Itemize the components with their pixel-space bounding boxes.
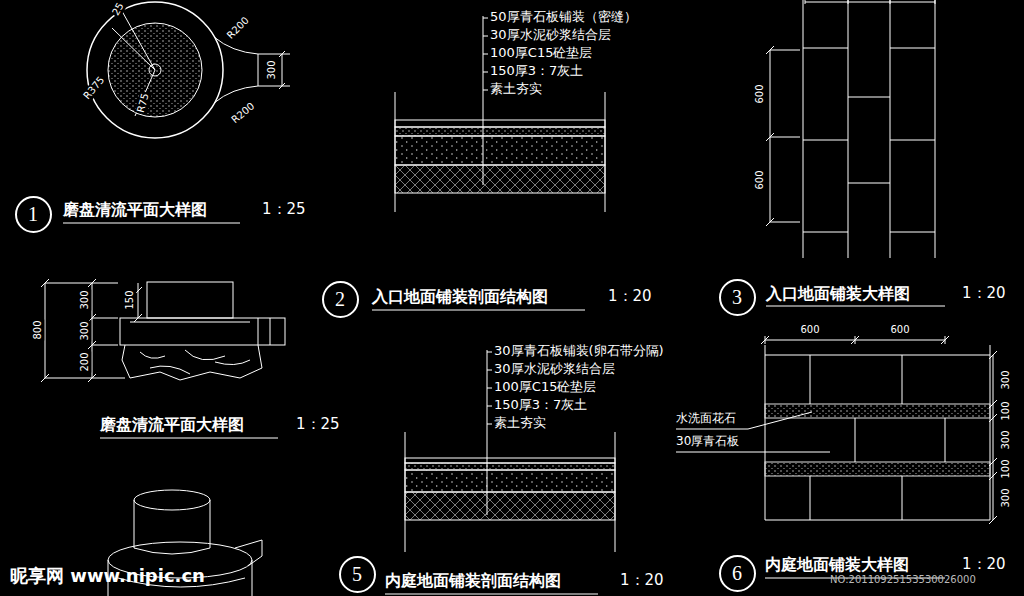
- drawing-title: 入口地面铺装剖面结构图: [372, 288, 548, 306]
- drawing-title: 内庭地面铺装剖面结构图: [385, 572, 561, 590]
- dimension-text: 150: [124, 289, 136, 310]
- note-text: 30厚青石板: [676, 435, 739, 449]
- note-text: 30厚水泥砂浆结合层: [490, 28, 611, 43]
- callout-number: 5: [352, 563, 362, 586]
- drawing-title: 入口地面铺装大样图: [766, 285, 910, 303]
- dimension-text: 200: [79, 351, 91, 372]
- dimension-text: R200: [224, 14, 252, 42]
- dimension-text: 300: [1000, 369, 1012, 390]
- callout-number: 2: [335, 288, 345, 311]
- watermark: NO:20110925153530026000: [830, 574, 976, 586]
- note-text: 1：25: [296, 416, 340, 433]
- callout-circle: 2: [322, 281, 359, 318]
- dimension-text: 300: [79, 289, 91, 310]
- dimension-text: 600: [889, 324, 910, 336]
- dimension-text: R200: [229, 100, 258, 127]
- note-text: 1：20: [608, 288, 652, 305]
- callout-number: 1: [28, 203, 38, 226]
- callout-number: 6: [732, 562, 742, 585]
- note-text: 150厚3：7灰土: [490, 64, 583, 79]
- note-text: 150厚3：7灰土: [494, 398, 587, 413]
- dimension-text: 300: [266, 59, 278, 80]
- note-text: 素土夯实: [494, 416, 546, 431]
- note-text: 100厚C15砼垫层: [490, 46, 592, 61]
- dimension-text: 300: [1000, 429, 1012, 450]
- dimension-text: R375: [81, 74, 108, 103]
- note-text: 1：25: [262, 201, 306, 218]
- note-text: 1：20: [962, 285, 1006, 302]
- callout-number: 3: [732, 286, 742, 309]
- note-text: 100厚C15砼垫层: [494, 380, 596, 395]
- dimension-text: 600: [754, 83, 766, 104]
- drawing-title: 内庭地面铺装大样图: [765, 556, 909, 574]
- note-text: 50厚青石板铺装（密缝）: [490, 10, 637, 25]
- callout-circle: 1: [15, 196, 52, 233]
- callout-circle: 5: [339, 556, 376, 593]
- dimension-text: 100: [1000, 458, 1012, 479]
- callout-circle: 6: [719, 555, 756, 592]
- dimension-text: 800: [32, 319, 44, 340]
- drawing-title: 磨盘清流平面大样图: [100, 416, 244, 434]
- dimension-text: 300: [1000, 487, 1012, 508]
- note-text: 1：20: [962, 556, 1006, 573]
- dimension-text: 600: [754, 169, 766, 190]
- watermark: 昵享网 www.nipic.cn: [10, 566, 205, 587]
- drawing-title: 磨盘清流平面大样图: [63, 201, 207, 219]
- callout-circle: 3: [719, 279, 756, 316]
- note-text: 30厚水泥砂浆结合层: [494, 362, 615, 377]
- note-text: 1：20: [620, 572, 664, 589]
- note-text: 素土夯实: [490, 82, 542, 97]
- note-text: 30厚青石板铺装(卵石带分隔): [494, 344, 664, 359]
- note-text: 水洗面花石: [676, 412, 736, 426]
- dimension-text: 100: [1000, 400, 1012, 421]
- dimension-text: 300: [79, 320, 91, 341]
- dimension-text: 600: [799, 324, 820, 336]
